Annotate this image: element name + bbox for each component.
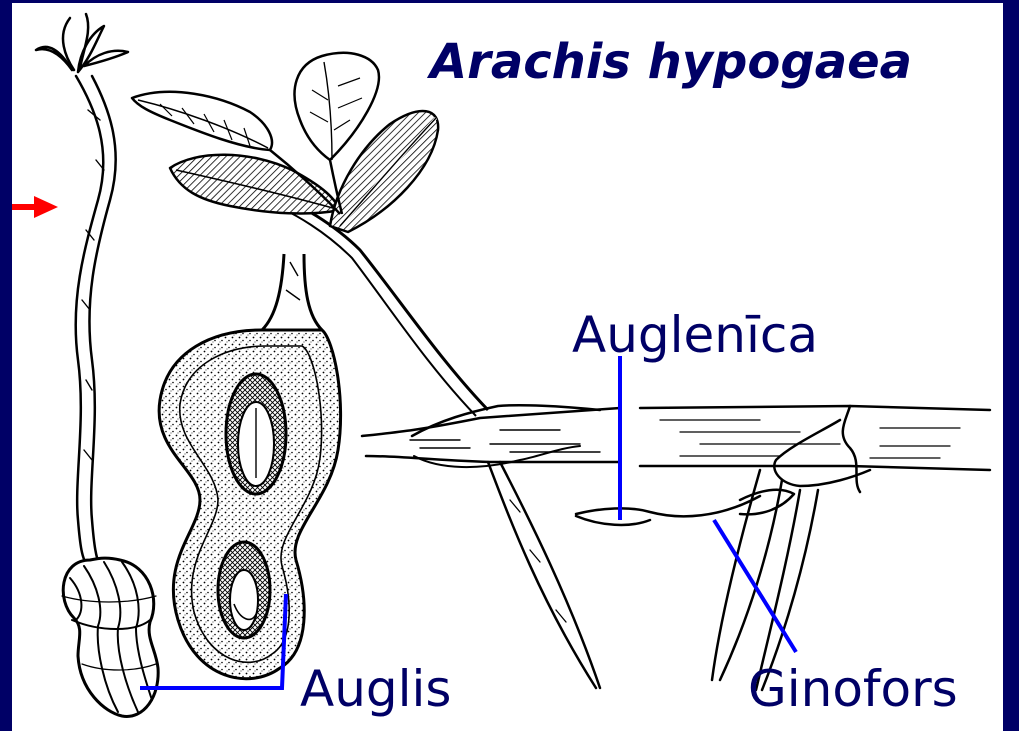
leader-line-ginofors	[714, 520, 796, 652]
species-title: Arachis hypogaea	[430, 34, 912, 90]
red-arrow-icon	[12, 196, 58, 218]
pod-section-drawing	[159, 254, 340, 679]
label-ginofors: Ginofors	[748, 660, 958, 718]
label-auglis: Auglis	[300, 660, 451, 718]
label-auglenica: Auglenīca	[572, 306, 818, 364]
seedling-drawing	[36, 14, 158, 716]
gynophore-drawing	[362, 405, 990, 690]
